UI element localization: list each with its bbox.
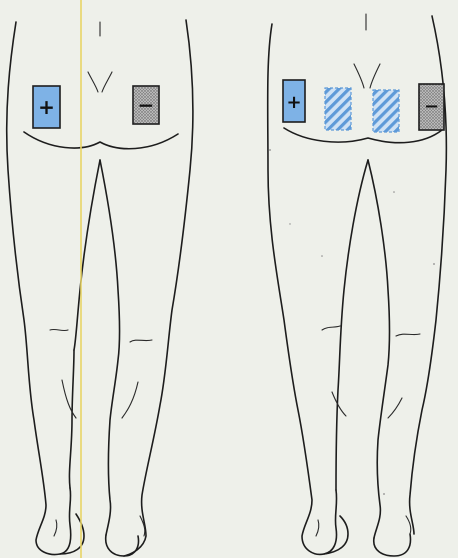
right-figure-positive-electrode: + xyxy=(283,80,305,122)
negative-sign: − xyxy=(138,93,155,117)
right-figure-negative-electrode: − xyxy=(419,84,444,130)
positive-sign: + xyxy=(38,95,55,119)
negative-sign: − xyxy=(424,96,439,117)
right-figure-hatched-electrode-2 xyxy=(373,90,399,132)
right-figure-hatched-electrode-1 xyxy=(325,88,351,130)
left-figure-negative-electrode: − xyxy=(133,86,159,124)
left-figure-positive-electrode: + xyxy=(33,86,60,128)
positive-sign: + xyxy=(286,92,301,113)
